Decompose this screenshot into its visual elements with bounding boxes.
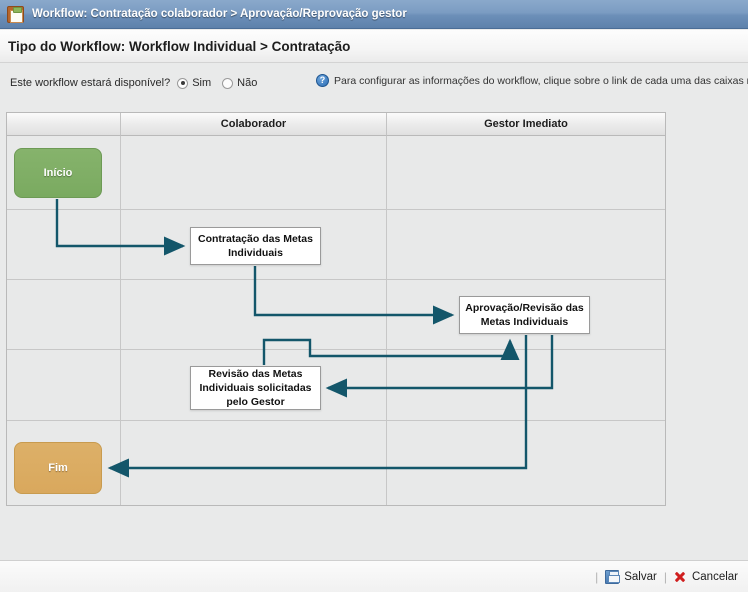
floppy-disk-icon [605, 569, 621, 584]
lane-cell [121, 136, 387, 209]
footer-divider [0, 560, 748, 561]
node-aprovacao-revisao-metas[interactable]: Aprovação/Revisão das Metas Individuais [459, 296, 590, 334]
save-button-label: Salvar [624, 570, 657, 583]
availability-question-label: Este workflow estará disponível? [10, 77, 171, 89]
footer-toolbar: | Salvar | Cancelar [0, 561, 748, 592]
lane-cell [387, 421, 665, 505]
radio-nao-input[interactable] [222, 77, 234, 89]
lane-cell [7, 210, 121, 279]
lane-cell [7, 280, 121, 349]
page-subtitle-bar: Tipo do Workflow: Workflow Individual > … [0, 30, 748, 63]
node-revisao-metas-gestor[interactable]: Revisão das Metas Individuais solicitada… [190, 366, 321, 410]
workflow-availability-row: Este workflow estará disponível? Sim Não [0, 64, 748, 102]
lane-row [7, 350, 665, 421]
save-button[interactable]: Salvar [605, 569, 657, 584]
lane-cell [387, 210, 665, 279]
radio-sim-label: Sim [192, 77, 212, 89]
window-title-bar: Workflow: Contratação colaborador > Apro… [0, 0, 748, 29]
node-inicio[interactable]: Início [14, 148, 102, 198]
configuration-hint: ? Para configurar as informações do work… [316, 74, 748, 87]
lane-cell [387, 350, 665, 420]
radio-nao-label: Não [237, 77, 258, 89]
footer-separator-2: | [663, 569, 667, 584]
hint-text: Para configurar as informações do workfl… [334, 74, 748, 87]
cancel-button-label: Cancelar [691, 570, 738, 583]
radio-option-sim[interactable]: Sim [177, 77, 211, 89]
close-x-icon [674, 570, 687, 583]
lane-row [7, 421, 665, 505]
help-icon[interactable]: ? [316, 74, 329, 87]
lane-header-empty [7, 113, 121, 136]
clipboard-icon [7, 5, 24, 23]
lane-cell [387, 136, 665, 209]
lane-cell [121, 421, 387, 505]
footer-separator-1: | [595, 569, 599, 584]
lane-row [7, 136, 665, 210]
lane-row [7, 210, 665, 280]
lane-cell [121, 280, 387, 349]
radio-sim-input[interactable] [177, 77, 189, 89]
cancel-button[interactable]: Cancelar [674, 570, 738, 583]
lane-header-gestor-imediato: Gestor Imediato [387, 113, 665, 136]
node-contratacao-metas[interactable]: Contratação das Metas Individuais [190, 227, 321, 265]
node-fim[interactable]: Fim [14, 442, 102, 494]
page-title: Tipo do Workflow: Workflow Individual > … [8, 38, 351, 54]
lane-cell [7, 350, 121, 420]
lane-header-colaborador: Colaborador [121, 113, 387, 136]
lane-header-row: Colaborador Gestor Imediato [7, 113, 665, 136]
breadcrumb: Workflow: Contratação colaborador > Apro… [32, 8, 407, 20]
radio-option-nao[interactable]: Não [222, 77, 257, 89]
